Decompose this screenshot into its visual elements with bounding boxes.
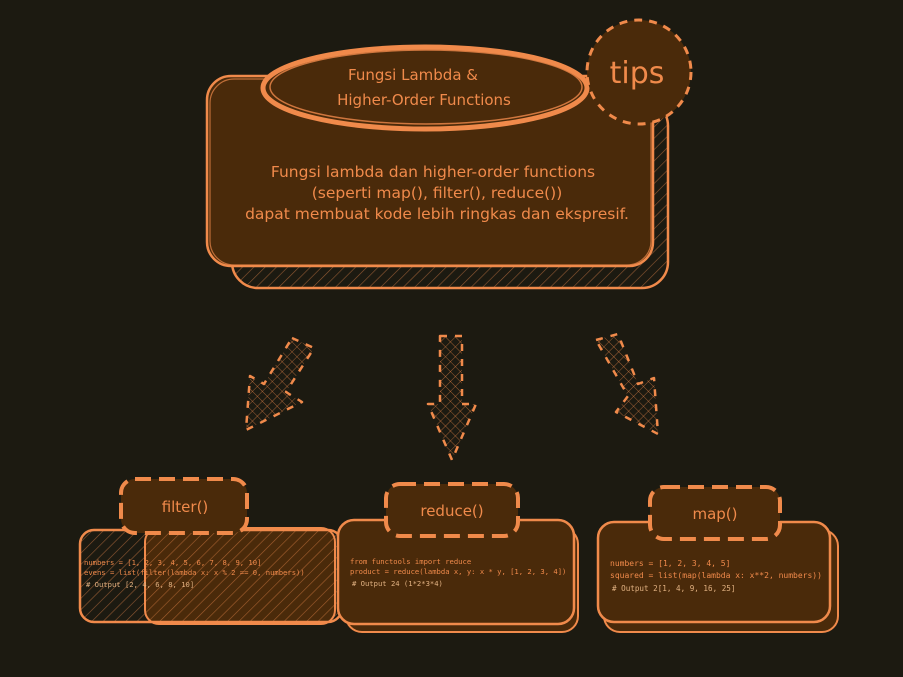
main-card: Fungsi lambda dan higher-order functions… bbox=[205, 74, 670, 290]
map-card: numbers = [1, 2, 3, 4, 5] squared = list… bbox=[596, 485, 839, 633]
map-label: map() bbox=[692, 505, 737, 523]
filter-code-line2: evens = list(filter(lambda x: x % 2 == 0… bbox=[84, 568, 305, 577]
filter-card: numbers = [1, 2, 3, 4, 5, 6, 7, 8, 9, 10… bbox=[78, 477, 344, 625]
reduce-card: from functools import reduce product = r… bbox=[336, 482, 579, 633]
filter-label: filter() bbox=[162, 498, 209, 516]
filter-code-line3: # Output [2, 4, 6, 8, 10] bbox=[86, 580, 194, 589]
title-line1: Fungsi Lambda & bbox=[348, 66, 478, 84]
map-code-line1: numbers = [1, 2, 3, 4, 5] bbox=[610, 559, 730, 568]
tips-badge: tips bbox=[585, 18, 693, 126]
title-line2: Higher-Order Functions bbox=[337, 91, 511, 109]
reduce-code-line1: from functools import reduce bbox=[350, 557, 471, 566]
map-code-line3: # Output 2[1, 4, 9, 16, 25] bbox=[612, 584, 735, 593]
main-desc-line3: dapat membuat kode lebih ringkas dan eks… bbox=[245, 205, 629, 223]
arrow-down-right-icon bbox=[594, 332, 660, 436]
filter-code-line1: numbers = [1, 2, 3, 4, 5, 6, 7, 8, 9, 10… bbox=[84, 558, 261, 567]
reduce-code-line2: product = reduce(lambda x, y: x * y, [1,… bbox=[350, 567, 566, 576]
reduce-label: reduce() bbox=[420, 502, 483, 520]
main-desc-line2: (seperti map(), filter(), reduce()) bbox=[312, 184, 563, 202]
main-desc-line1: Fungsi lambda dan higher-order functions bbox=[271, 163, 595, 181]
arrow-down-icon bbox=[426, 334, 478, 462]
reduce-code-line3: # Output 24 (1*2*3*4) bbox=[352, 579, 443, 588]
title-badge: Fungsi Lambda & Higher-Order Functions bbox=[260, 44, 590, 132]
tips-label: tips bbox=[610, 56, 665, 91]
arrow-down-left-icon bbox=[244, 336, 316, 432]
map-code-line2: squared = list(map(lambda x: x**2, numbe… bbox=[610, 571, 822, 580]
